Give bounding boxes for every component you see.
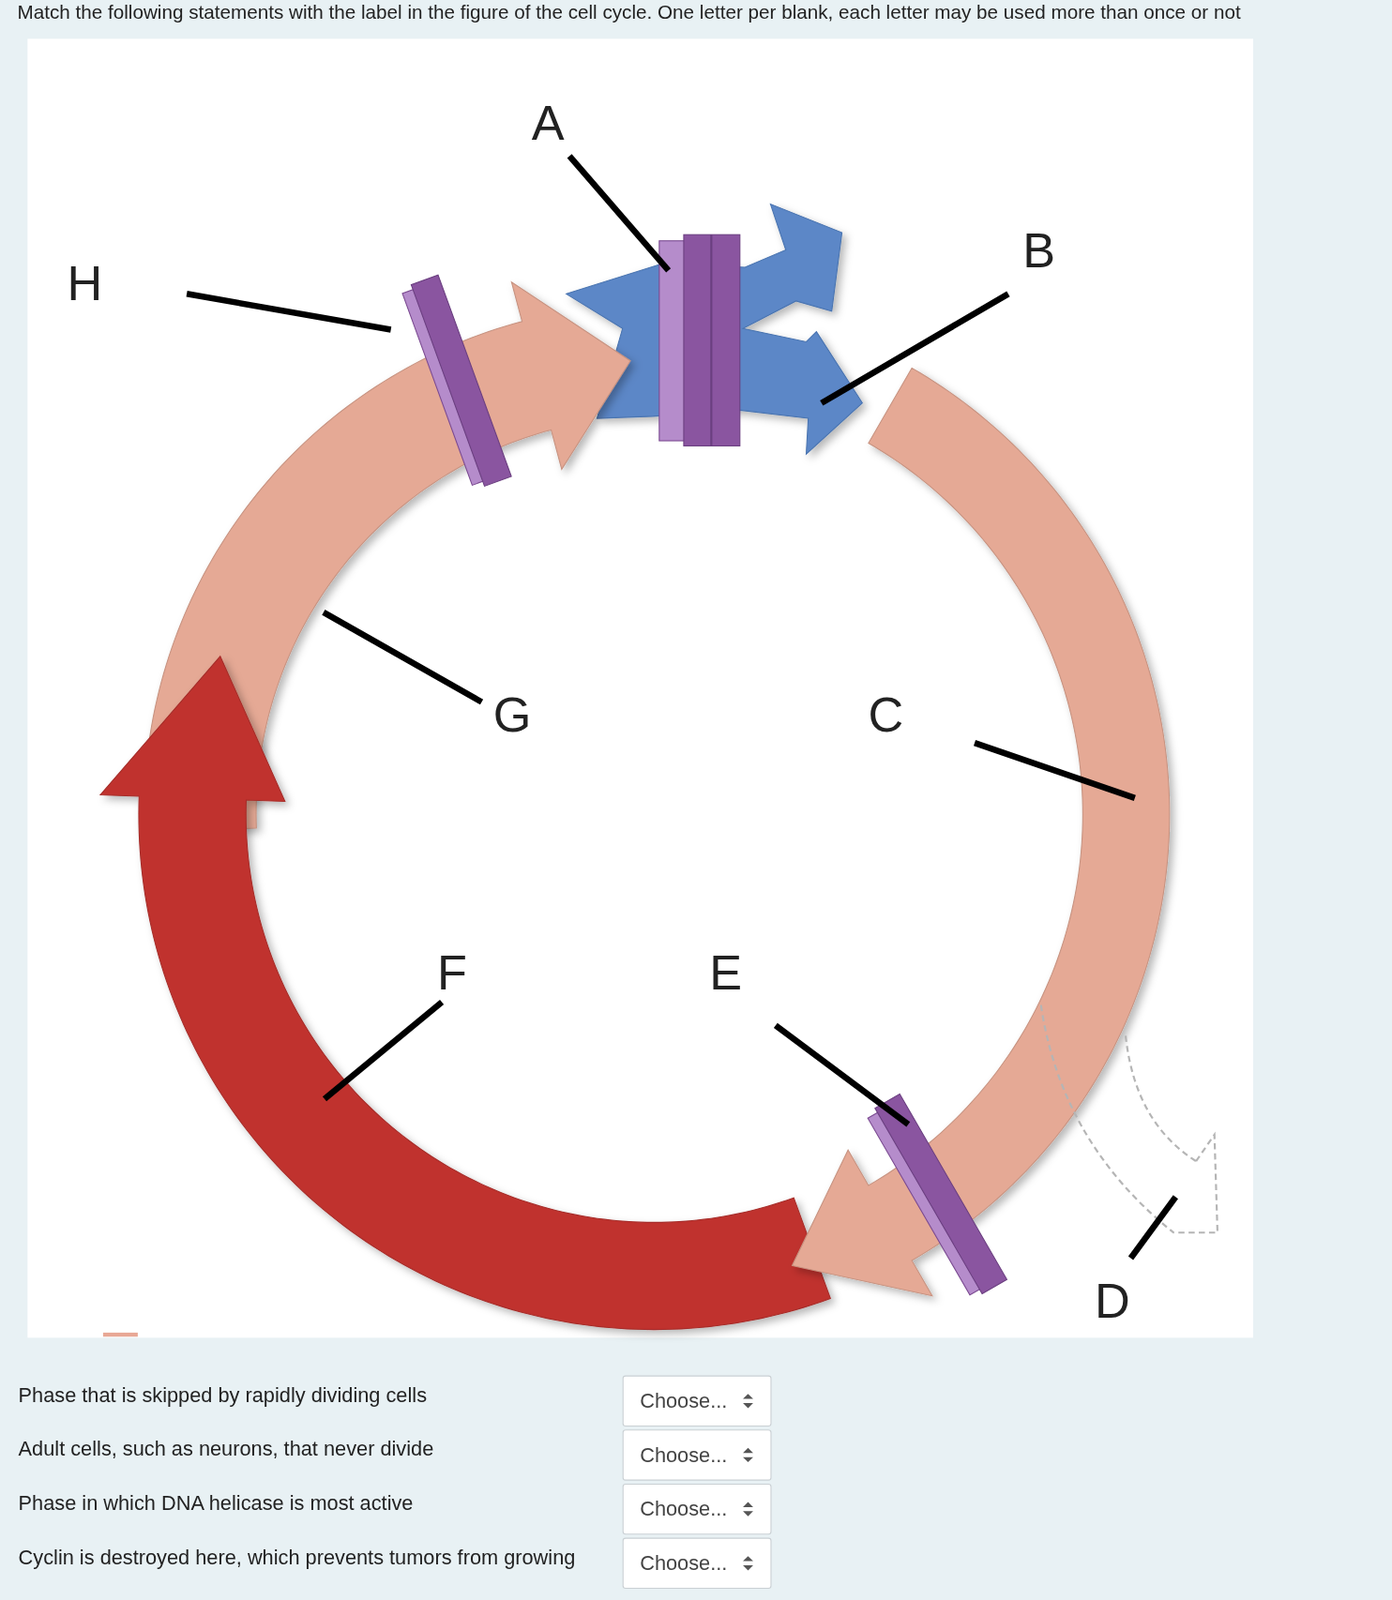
- checkpoint-bar: [683, 234, 741, 446]
- arrow-down: [742, 1457, 754, 1463]
- dashed-arrow-edge: [1041, 1005, 1174, 1234]
- answer-dropdown: Choose...: [622, 1538, 772, 1589]
- m-phase-arrow: [100, 656, 831, 1331]
- figure-background: [27, 38, 1254, 1338]
- g2-checkpoint: [864, 1093, 1007, 1300]
- dashed-arrow-head: [1173, 1134, 1218, 1233]
- checkpoint-bar: [875, 1093, 1008, 1294]
- stray-mark: [103, 1332, 138, 1337]
- leader-line: [323, 612, 483, 703]
- answer-dropdown: Choose...: [622, 1483, 772, 1535]
- s-phase-arrow: [566, 204, 863, 455]
- arrow-down: [742, 1511, 754, 1516]
- answer-dropdown: Choose...: [622, 1429, 772, 1481]
- leader-line: [186, 293, 392, 330]
- figure-label: F: [437, 944, 468, 1001]
- arrow-down: [742, 1565, 754, 1571]
- g2-arrow: [792, 367, 1170, 1296]
- arrow-up: [742, 1393, 754, 1399]
- dropdown-arrows: [741, 1447, 755, 1464]
- checkpoint-divider: [710, 234, 712, 446]
- leader-line: [821, 293, 1009, 403]
- cycle-bands: [100, 204, 1170, 1331]
- figure-label: B: [1022, 222, 1056, 279]
- dropdown-arrows: [741, 1555, 755, 1572]
- leader-line: [324, 1001, 442, 1099]
- leader-line: [1130, 1196, 1176, 1258]
- answer-dropdown: Choose...: [622, 1376, 772, 1427]
- leader-lines: [186, 155, 1176, 1258]
- dropdown-text: Choose...: [639, 1551, 727, 1575]
- figure-label: C: [868, 686, 905, 743]
- figure-label: G: [493, 686, 532, 743]
- arrow-down: [742, 1403, 754, 1408]
- figure-label: A: [531, 94, 565, 152]
- g0-checkpoint: [659, 234, 741, 446]
- arrow-up: [742, 1502, 754, 1508]
- arrow-up: [742, 1448, 754, 1453]
- dropdown-text: Choose...: [639, 1389, 727, 1413]
- checkpoint-bar: [410, 274, 512, 486]
- figure-label: D: [1094, 1272, 1131, 1330]
- leader-line: [974, 742, 1135, 799]
- leader-line: [775, 1025, 908, 1125]
- figure-label: H: [66, 256, 103, 313]
- question-statement: Phase in which DNA helicase is most acti…: [18, 1491, 414, 1515]
- figure-label: E: [709, 944, 742, 1001]
- dropdown-arrows: [741, 1392, 755, 1409]
- question-statement: Cyclin is destroyed here, which prevents…: [18, 1546, 576, 1571]
- dropdown-text: Choose...: [639, 1497, 727, 1522]
- leader-line: [569, 155, 669, 271]
- instruction-text: Match the following statements with the …: [16, 0, 1241, 24]
- dashed-arrow-edge: [1125, 1035, 1196, 1162]
- dropdown-text: Choose...: [639, 1443, 727, 1468]
- arrow-up: [742, 1556, 754, 1561]
- dropdown-arrows: [741, 1500, 755, 1517]
- question-statement: Adult cells, such as neurons, that never…: [18, 1437, 435, 1461]
- g1-checkpoint: [400, 274, 512, 490]
- question-statement: Phase that is skipped by rapidly dividin…: [18, 1384, 427, 1408]
- g0-exit-arrow: [1041, 1005, 1218, 1234]
